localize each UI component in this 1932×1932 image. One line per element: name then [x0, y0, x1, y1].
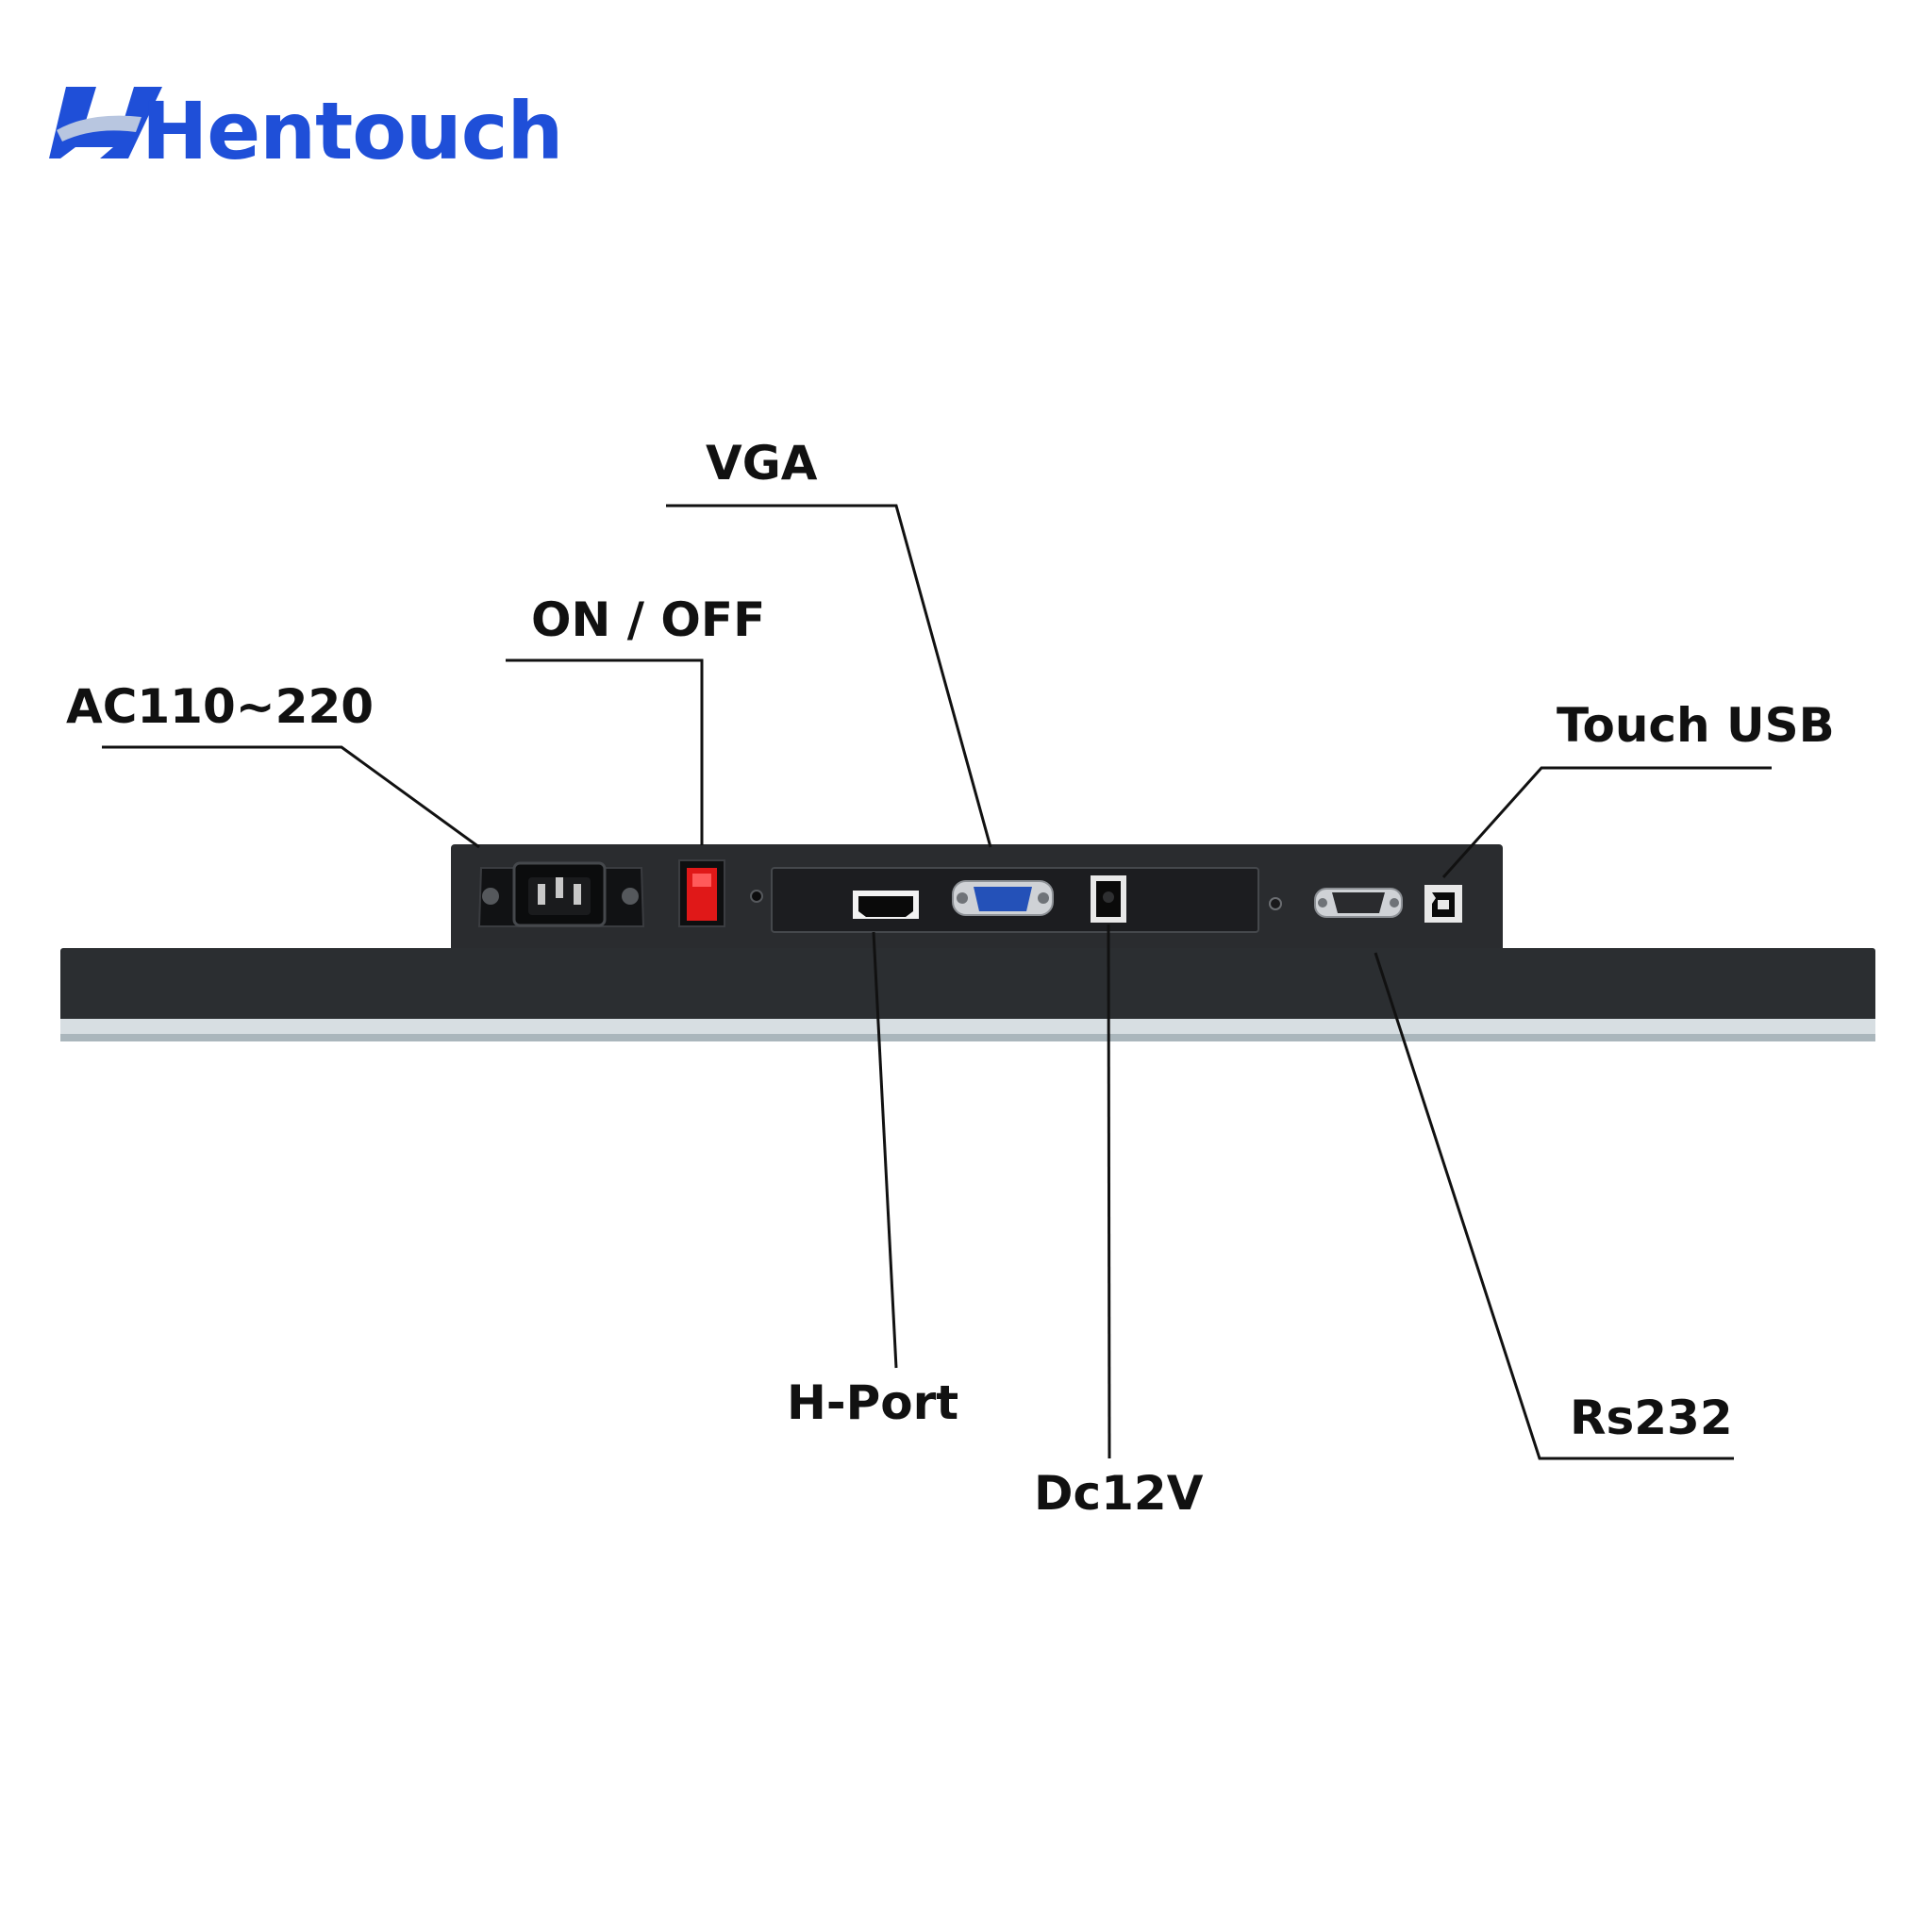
logo-h-mark [49, 87, 162, 158]
leader-ac [102, 745, 480, 849]
label-dc: Dc12V [1034, 1466, 1204, 1521]
leader-power-switch [506, 658, 704, 845]
leader-rs232 [1374, 952, 1734, 1460]
brand-logo: Hentouch [49, 85, 563, 177]
leader-dc [1107, 924, 1111, 1459]
label-touch-usb: Touch USB [1557, 698, 1835, 753]
dc-jack [1091, 875, 1126, 923]
ac-pin-center [556, 877, 563, 898]
ac-pin-right [574, 884, 581, 905]
glass-edge-shadow [60, 1034, 1875, 1041]
label-vga: VGA [706, 436, 818, 491]
port-labels: AC110~220 ON / OFF VGA Touch USB H-Port … [66, 436, 1835, 1521]
rs232-port [1314, 888, 1403, 918]
vga-port [952, 880, 1054, 916]
label-power-switch: ON / OFF [531, 592, 765, 647]
io-screw [1269, 897, 1282, 910]
leader-vga [666, 504, 992, 848]
monitor-bezel [60, 948, 1875, 1022]
h-port [853, 891, 919, 919]
ac-pin-left [538, 884, 545, 905]
power-switch [678, 859, 725, 927]
touch-usb-port [1424, 885, 1462, 923]
leader-lines [102, 504, 1772, 1460]
ac-inlet-port [477, 861, 645, 927]
label-rs232: Rs232 [1570, 1391, 1733, 1445]
leader-touch-usb [1441, 766, 1772, 879]
label-h-port: H-Port [787, 1375, 958, 1430]
leader-h-port [872, 931, 898, 1369]
glass-edge [60, 1019, 1875, 1034]
indicator-hole [750, 890, 763, 903]
inlet-screw-right [622, 888, 639, 905]
label-ac: AC110~220 [66, 679, 374, 734]
brand-name: Hentouch [142, 85, 562, 177]
logo-swoosh-accent [57, 115, 142, 142]
inlet-screw-left [482, 888, 499, 905]
